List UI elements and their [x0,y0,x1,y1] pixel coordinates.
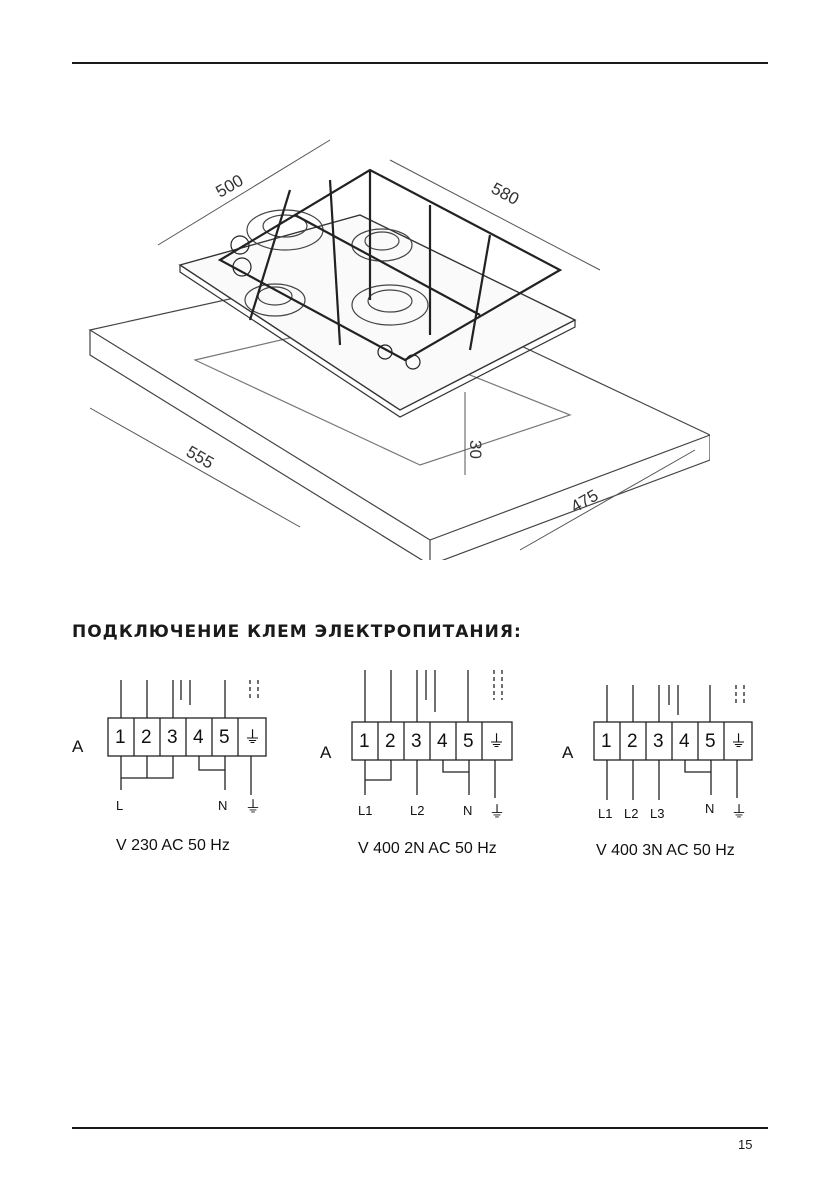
terminal-label: 5 [219,727,230,748]
terminal-label: 1 [601,731,612,752]
ground-terminal-icon: ⏚ [244,728,261,747]
hob-installation-drawing: 500 580 555 475 30 [88,139,710,560]
dimension-line [89,407,301,528]
dimension-cutout-width: 555 [183,442,217,473]
dimension-depth-top: 580 [488,179,522,209]
wiring-diagram-230v: A 1 2 3 4 5 ⏚ L N ⏚ V 230 AC 50 Hz [72,680,267,854]
terminal-label: 4 [193,727,204,748]
side-label: A [562,743,574,762]
knob-icon [230,235,250,255]
voltage-caption: V 400 3N AC 50 Hz [596,842,735,859]
dimension-thickness: 30 [466,440,485,459]
burner-icon [244,283,306,317]
wire-label: L1 [358,803,372,818]
side-label: A [72,737,84,756]
terminal-label: 4 [437,731,448,752]
ground-terminal-icon: ⏚ [488,732,505,751]
wire-label: N [463,803,472,818]
terminal-label: 3 [411,731,422,752]
terminal-label: 3 [653,731,664,752]
terminal-label: 3 [167,727,178,748]
ground-terminal-icon: ⏚ [730,732,747,751]
top-rule [72,62,768,64]
page-number: 15 [738,1137,753,1152]
dimension-width-top: 500 [213,171,247,202]
wiring-diagram-400v-2n: A 1 2 3 4 5 ⏚ L1 L2 N ⏚ V 400 2N AC 50 H… [320,670,513,857]
wiring-diagram-400v-3n: A 1 2 3 4 5 ⏚ L1 L2 L3 N ⏚ V 400 3N AC 5… [562,685,753,859]
terminal-label: 1 [359,731,370,752]
burner-icon [351,284,429,326]
terminal-label: 2 [627,731,638,752]
wire-label: L3 [650,806,664,821]
knob-icon [405,354,421,370]
terminal-label: 5 [463,731,474,752]
side-label: A [320,743,332,762]
terminal-label: 5 [705,731,716,752]
wire-label: L2 [624,806,638,821]
terminal-label: 2 [385,731,396,752]
section-title: ПОДКЛЮЧЕНИЕ КЛЕМ ЭЛЕКТРОПИТАНИЯ: [72,622,522,642]
wire-label: L [116,798,123,813]
ground-icon: ⏚ [489,803,505,821]
dimension-line [389,159,601,271]
ground-icon: ⏚ [731,803,747,821]
bottom-rule [72,1127,768,1129]
knob-icon [232,257,252,277]
voltage-caption: V 230 AC 50 Hz [116,837,230,854]
terminal-label: 1 [115,727,126,748]
terminal-label: 2 [141,727,152,748]
pan-support-grid [217,168,563,362]
wire-label: N [218,798,227,813]
wire-label: L2 [410,803,424,818]
dimension-line [519,449,696,551]
wire-label: L1 [598,806,612,821]
terminal-label: 4 [679,731,690,752]
voltage-caption: V 400 2N AC 50 Hz [358,840,497,857]
dimension-line [157,139,331,246]
knob-icon [377,344,393,360]
wire-label: N [705,801,714,816]
ground-icon: ⏚ [245,798,261,816]
countertop-edge [89,330,710,560]
